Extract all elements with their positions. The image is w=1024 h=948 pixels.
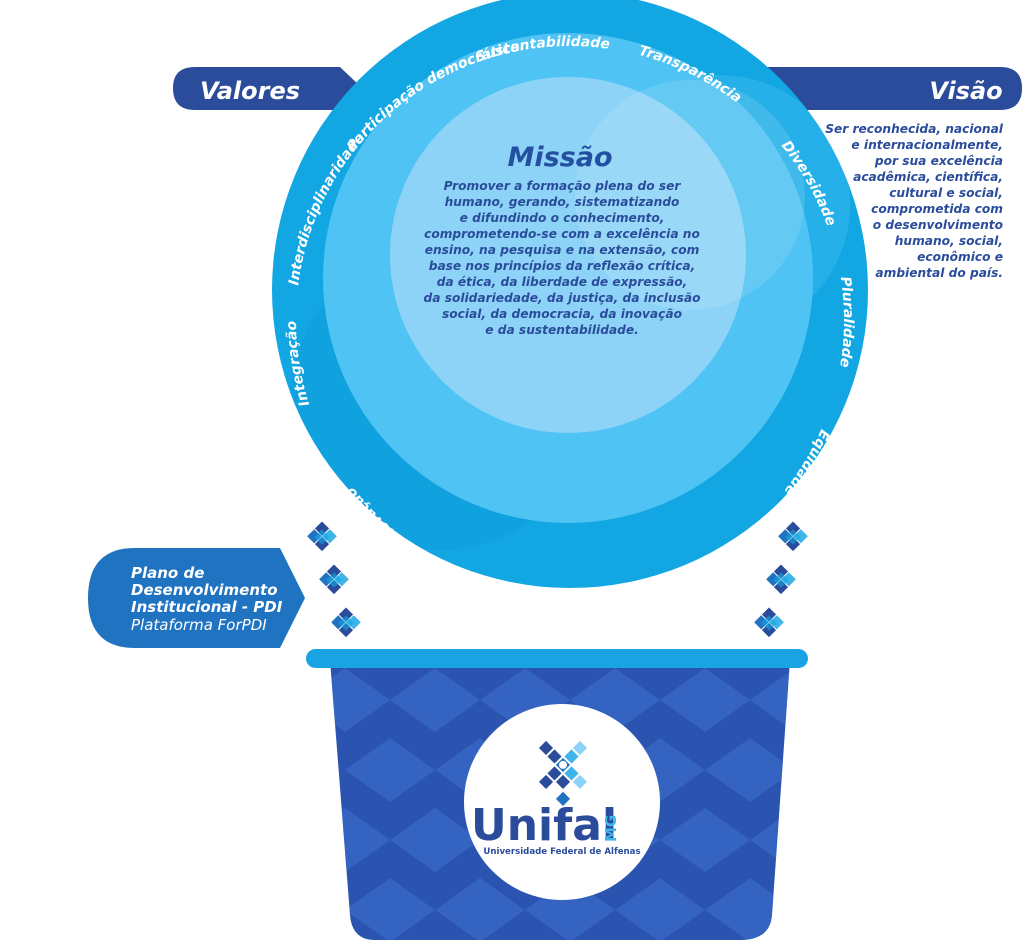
pdi-line-1: Plano de xyxy=(131,564,204,582)
pdi-line-4: Plataforma ForPDI xyxy=(131,616,267,634)
mission-line: comprometendo-se com a excelência no xyxy=(424,227,700,241)
left-rope xyxy=(307,521,361,638)
mission-title: Missão xyxy=(507,142,612,173)
unifal-logo: Unifal MG Universidade Federal de Alfena… xyxy=(464,704,660,900)
basket-pattern-diamond xyxy=(660,668,750,732)
mission-line: ensino, na pesquisa e na extensão, com xyxy=(425,243,700,257)
visao-label: Visão xyxy=(929,77,1002,105)
vision-line: e internacionalmente, xyxy=(851,138,1003,152)
rope-knot xyxy=(331,607,361,638)
mission-block: Missão Promover a formação plena do ser … xyxy=(424,142,701,337)
vision-line: o desenvolvimento xyxy=(873,218,1003,232)
vision-block: Ser reconhecida, nacional e internaciona… xyxy=(825,122,1004,280)
basket-pattern-diamond xyxy=(390,808,480,872)
basket-pattern-diamond xyxy=(615,878,705,940)
vision-line: cultural e social, xyxy=(889,186,1003,200)
basket-pattern-diamond xyxy=(750,808,790,872)
mission-disc xyxy=(390,77,805,433)
right-rope xyxy=(754,521,808,638)
valores-label: Valores xyxy=(200,77,300,105)
mission-line: e da sustentabilidade. xyxy=(485,323,639,337)
basket-pattern-diamond xyxy=(660,808,750,872)
mission-line: da ética, da liberdade de expressão, xyxy=(437,275,688,289)
vision-line: comprometida com xyxy=(871,202,1003,216)
basket-pattern-diamond xyxy=(330,808,390,872)
logo-wordmark: Unifal xyxy=(471,800,617,851)
mission-line: Promover a formação plena do ser xyxy=(444,179,682,193)
basket-rim xyxy=(306,649,808,668)
logo-subtitle: Universidade Federal de Alfenas xyxy=(483,847,640,857)
pdi-line-3: Institucional - PDI xyxy=(131,598,283,616)
basket-pattern-diamond xyxy=(435,878,525,940)
rope-knot xyxy=(766,564,796,595)
pdi-line-2: Desenvolvimento xyxy=(131,581,278,599)
mission-line: base nos princípios da reflexão crítica, xyxy=(429,259,696,273)
basket-pattern-diamond xyxy=(795,878,885,942)
basket-pattern-diamond xyxy=(330,668,390,732)
rope-knot xyxy=(307,521,337,552)
basket-pattern-diamond xyxy=(705,738,790,802)
basket-pattern-diamond xyxy=(795,738,885,802)
vision-line: por sua excelência xyxy=(874,154,1003,168)
basket-pattern-diamond xyxy=(750,668,790,732)
rope-knot xyxy=(778,521,808,552)
rope-knot xyxy=(754,607,784,638)
mission-line: humano, gerando, sistematizando xyxy=(445,195,680,209)
mission-line: da solidariedade, da justiça, da inclusã… xyxy=(424,291,701,305)
values-circle xyxy=(272,0,868,588)
value-pluralidade: Pluralidade xyxy=(836,276,856,369)
basket-pattern-diamond xyxy=(345,738,435,802)
vision-line: ambiental do país. xyxy=(875,266,1003,280)
valores-banner: Valores xyxy=(173,67,362,110)
mission-line: social, da democracia, da inovação xyxy=(442,307,682,321)
vision-line: econômico e xyxy=(917,250,1003,264)
basket-pattern-diamond xyxy=(390,668,480,732)
mission-line: e difundindo o conhecimento, xyxy=(460,211,665,225)
logo-mg-badge: MG xyxy=(602,815,620,842)
vision-line: Ser reconhecida, nacional xyxy=(825,122,1004,136)
vision-line: humano, social, xyxy=(895,234,1003,248)
rope-knot xyxy=(319,564,349,595)
vision-line: acadêmica, científica, xyxy=(853,170,1003,184)
pdi-banner: Plano de Desenvolvimento Institucional -… xyxy=(88,548,305,648)
basket-pattern-diamond xyxy=(345,878,435,940)
